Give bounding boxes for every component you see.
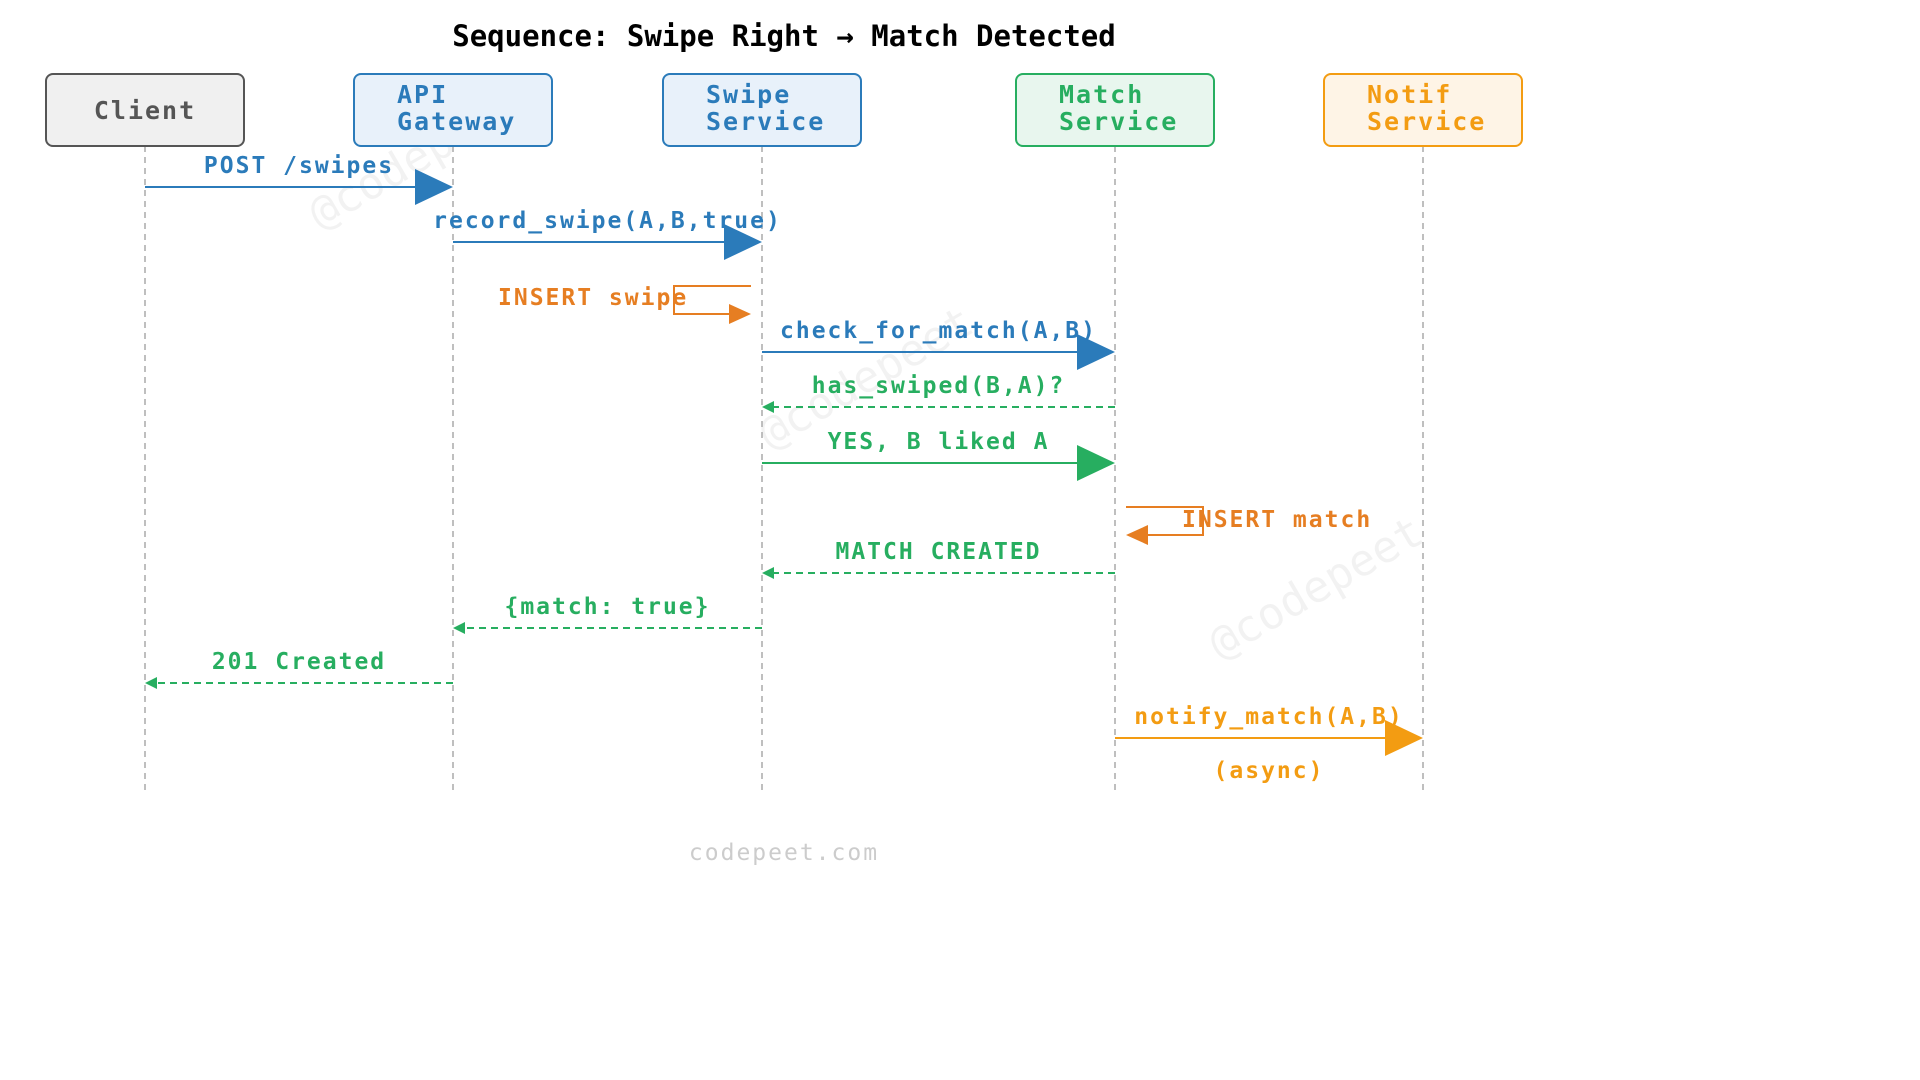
- lifeline-layer: [144, 146, 1424, 795]
- arrow-head: [1126, 525, 1148, 545]
- participant-box: [1015, 73, 1215, 147]
- message-7: INSERT match: [1126, 506, 1372, 545]
- message-label: POST /swipes: [204, 153, 394, 179]
- arrow-head: [415, 169, 453, 205]
- self-call-line: [673, 285, 751, 315]
- arrow-head: [1077, 334, 1115, 370]
- message-label: INSERT match: [1182, 507, 1372, 533]
- message-label: {match: true}: [504, 594, 710, 620]
- message-1: POST /swipes: [145, 153, 453, 205]
- participant-label: Notif: [1367, 80, 1452, 109]
- arrow-head: [724, 224, 762, 260]
- message-label: 201 Created: [212, 649, 386, 675]
- participant-box: [1323, 73, 1523, 147]
- message-label: INSERT swipe: [498, 285, 688, 311]
- message-9: {match: true}: [453, 594, 762, 634]
- message-layer: POST /swipes record_swipe(A,B,true) INSERT…: [145, 153, 1423, 784]
- message-label: MATCH CREATED: [835, 539, 1041, 565]
- message-note: (async): [1214, 758, 1325, 784]
- arrow-head: [145, 677, 157, 689]
- message-label: notify_match(A,B): [1134, 704, 1403, 730]
- diagram-title: Sequence: Swipe Right → Match Detected: [452, 19, 1115, 53]
- diagram-canvas: Sequence: Swipe Right → Match Detected @…: [45, 19, 1523, 866]
- participant-label: Swipe: [706, 80, 791, 109]
- message-10: 201 Created: [145, 649, 453, 689]
- message-label: record_swipe(A,B,true): [433, 208, 782, 234]
- message-8: MATCH CREATED: [762, 539, 1115, 579]
- message-label: has_swiped(B,A)?: [812, 373, 1066, 399]
- participant-box: [353, 73, 553, 147]
- message-3: INSERT swipe: [498, 285, 751, 324]
- participant-label: Service: [1059, 107, 1178, 136]
- arrow-head: [762, 567, 774, 579]
- participant-label: Client: [94, 96, 196, 125]
- message-label: check_for_match(A,B): [780, 318, 1097, 344]
- participant-label: Service: [706, 107, 825, 136]
- arrow-head: [1385, 720, 1423, 756]
- message-6: YES, B liked A: [762, 429, 1115, 481]
- message-4: check_for_match(A,B): [762, 318, 1115, 370]
- participant-client: Client: [45, 73, 245, 147]
- message-label: YES, B liked A: [828, 429, 1050, 455]
- arrow-head: [453, 622, 465, 634]
- message-5: has_swiped(B,A)?: [762, 373, 1115, 413]
- message-11: notify_match(A,B) (async): [1115, 704, 1423, 784]
- self-call-line: [1126, 506, 1204, 536]
- sequence-diagram: Sequence: Swipe Right → Match Detected @…: [45, 19, 1523, 866]
- participant-label: API: [397, 80, 448, 109]
- participant-box: [662, 73, 862, 147]
- footer-text: codepeet.com: [689, 840, 879, 866]
- message-2: record_swipe(A,B,true): [433, 208, 782, 260]
- arrow-head: [1077, 445, 1115, 481]
- participant-label: Service: [1367, 107, 1486, 136]
- arrow-head: [729, 304, 751, 324]
- participant-layer: ClientAPIGatewaySwipeServiceMatchService…: [45, 73, 1523, 147]
- participant-label: Gateway: [397, 107, 516, 136]
- arrow-head: [762, 401, 774, 413]
- participant-box: [45, 73, 245, 147]
- participant-label: Match: [1059, 80, 1144, 109]
